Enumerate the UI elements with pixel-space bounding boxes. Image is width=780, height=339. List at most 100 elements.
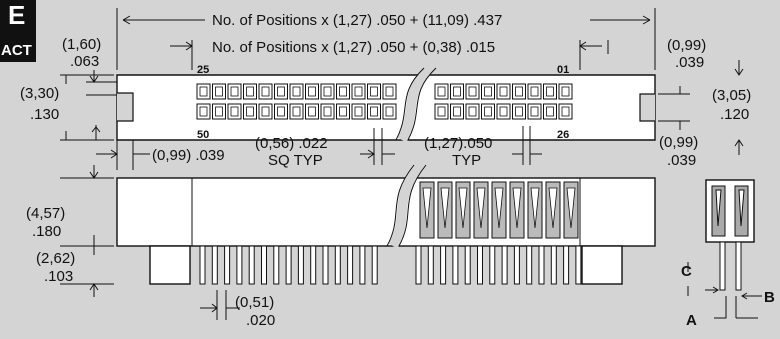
pad-grid: [196, 83, 573, 120]
contact-pad-inner: [354, 106, 363, 117]
pin-tail: [575, 245, 582, 285]
dimension-lines: [60, 8, 744, 320]
contact-pad-inner: [261, 106, 270, 117]
height-right-mm: (3,05): [712, 87, 751, 104]
contact-pad-inner: [323, 86, 332, 97]
position-label-25: 25: [197, 64, 209, 76]
logo: E ACT: [0, 0, 36, 62]
contact-pad: [196, 103, 211, 120]
contact-pad-inner: [215, 106, 223, 117]
contact-pad-inner: [499, 86, 508, 97]
height-left-mm: (3,30): [20, 85, 59, 102]
contact-spring: [458, 187, 468, 229]
contact-pad-inner: [292, 86, 301, 97]
section-cutaway: [419, 181, 579, 239]
contact-pad: [382, 83, 397, 100]
pin-square-note: SQ TYP: [268, 152, 323, 169]
pin-tail: [248, 245, 255, 285]
contact-spring: [440, 187, 450, 229]
pin-tail: [297, 245, 304, 285]
pin-tail: [427, 245, 434, 285]
position-label-26: 26: [557, 129, 569, 141]
contact-pad: [496, 83, 511, 100]
contact-pad: [274, 83, 288, 100]
pin-tail: [538, 245, 545, 285]
contact-pad-inner: [215, 86, 223, 97]
inner-length-dim: No. of Positions x (1,27) .050 + (0,38) …: [212, 39, 495, 56]
top-view: 25 01 50 26: [116, 64, 656, 143]
left-offset-mm: (1,60): [62, 36, 101, 53]
pitch-note: TYP: [452, 152, 481, 169]
contact-pad: [351, 83, 366, 100]
height-left-in: .130: [30, 106, 59, 123]
pin-tail: [199, 245, 206, 285]
pin-tail: [464, 245, 471, 285]
contact-pad: [527, 83, 542, 100]
position-label-01: 01: [557, 64, 569, 76]
pin-tail: [322, 245, 329, 285]
right-offset-in: .039: [675, 54, 704, 71]
contact-pad-inner: [246, 106, 254, 117]
contact-pad-inner: [339, 86, 347, 97]
pin-row: [199, 245, 582, 285]
contact-pad: [465, 83, 480, 100]
side-view: C A B: [681, 179, 775, 329]
contact-pad-inner: [308, 86, 316, 97]
pin-tail: [261, 245, 267, 285]
pin-width-mm: (0,51): [235, 294, 274, 311]
contact-pad: [305, 103, 319, 120]
contact-pad-inner: [370, 86, 378, 97]
pin-square-dim: (0,56) .022: [255, 135, 328, 152]
tail-mm: (2,62): [36, 250, 75, 267]
contact-pad: [212, 103, 226, 120]
contact-pad-inner: [199, 86, 208, 97]
contact-pad: [543, 83, 557, 100]
contact-pad-inner: [468, 86, 477, 97]
contact-pad: [243, 83, 257, 100]
contact-pad-inner: [499, 106, 508, 117]
pin-tail: [526, 245, 533, 285]
contact-pad-inner: [561, 86, 570, 97]
contact-pad: [481, 103, 495, 120]
height-right-in: .120: [720, 106, 749, 123]
contact-pad-inner: [354, 86, 363, 97]
contact-pad: [434, 103, 449, 120]
contact-pad-inner: [385, 106, 394, 117]
pin-tail: [236, 245, 243, 285]
tail-in: .103: [44, 268, 73, 285]
contact-pad-inner: [437, 106, 446, 117]
pin-tail: [550, 245, 557, 285]
contact-pad-inner: [261, 86, 270, 97]
pin-tail: [285, 245, 292, 285]
contact-pad-inner: [561, 106, 570, 117]
pin-tail: [224, 245, 231, 285]
pin-tail: [477, 245, 483, 285]
contact-pad: [367, 103, 381, 120]
contact-pad-inner: [308, 106, 316, 117]
body-height-in: .180: [32, 223, 61, 240]
contact-pad-inner: [370, 106, 378, 117]
contact-pad-inner: [385, 86, 394, 97]
contact-pad: [320, 83, 335, 100]
contact-spring: [548, 187, 558, 229]
pin-tail: [563, 245, 570, 285]
contact-pad: [558, 83, 573, 100]
contact-pad-inner: [515, 106, 523, 117]
pitch-dim: (1,27).050: [424, 135, 492, 152]
contact-pad-inner: [339, 106, 347, 117]
contact-pad-inner: [277, 106, 285, 117]
contact-pad-inner: [292, 106, 301, 117]
contact-pad: [558, 103, 573, 120]
pin-tail: [310, 245, 317, 285]
contact-pad: [243, 103, 257, 120]
contact-pad: [512, 103, 526, 120]
logo-top-text: E: [8, 0, 25, 30]
right-offset-mm: (0,99): [667, 37, 706, 54]
contact-pad: [227, 83, 242, 100]
contact-pad: [336, 83, 350, 100]
contact-pad-inner: [230, 106, 239, 117]
contact-pad-inner: [515, 86, 523, 97]
contact-pad-inner: [453, 86, 461, 97]
contact-pad: [496, 103, 511, 120]
contact-pad-inner: [546, 86, 554, 97]
